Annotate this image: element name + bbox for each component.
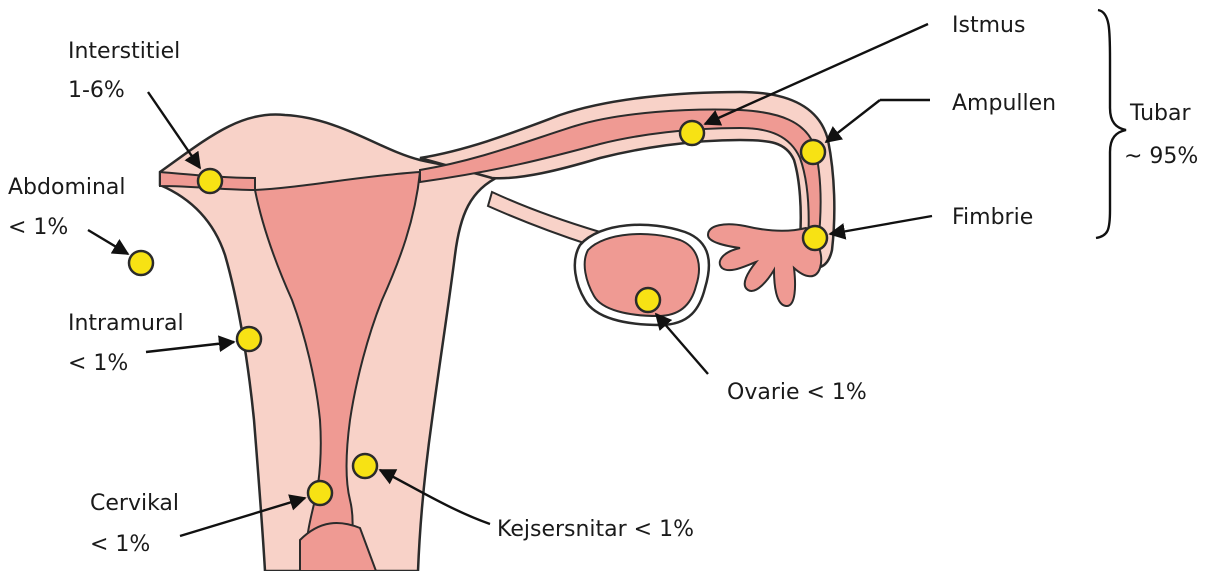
label-interstitiel-pct: 1-6% — [68, 78, 125, 103]
arrow-istmus — [705, 24, 928, 124]
site-fimbrie — [803, 226, 827, 250]
label-ampullen: Ampullen — [952, 91, 1056, 116]
arrow-abdominal — [88, 230, 128, 254]
label-tubar: Tubar — [1129, 101, 1191, 126]
site-istmus — [680, 121, 704, 145]
site-abdominal — [129, 251, 153, 275]
label-interstitiel: Interstitiel — [68, 39, 180, 64]
label-cervikal-pct: < 1% — [90, 532, 150, 557]
site-ampullen — [801, 140, 825, 164]
tubar-brace — [1096, 10, 1126, 238]
arrow-interstitiel — [148, 92, 200, 168]
label-kejsersnitar: Kejsersnitar < 1% — [497, 517, 694, 542]
arrow-ampullen-diag — [826, 100, 880, 142]
arrow-intramural — [146, 342, 234, 352]
arrow-ovarie — [656, 314, 708, 374]
label-tubar-pct: ~ 95% — [1124, 144, 1198, 169]
site-cervikal — [308, 481, 332, 505]
site-interstitiel — [198, 169, 222, 193]
ovarian-ligament — [488, 192, 600, 245]
label-intramural-pct: < 1% — [68, 351, 128, 376]
label-istmus: Istmus — [952, 13, 1025, 38]
site-ovarie — [636, 288, 660, 312]
label-abdominal-pct: < 1% — [8, 215, 68, 240]
label-fimbrie: Fimbrie — [952, 205, 1033, 230]
site-kejsersnitar — [353, 454, 377, 478]
arrow-fimbrie — [830, 216, 932, 234]
label-abdominal: Abdominal — [8, 175, 126, 200]
site-intramural — [237, 327, 261, 351]
label-intramural: Intramural — [68, 311, 184, 336]
label-ovarie: Ovarie < 1% — [727, 380, 867, 405]
label-cervikal: Cervikal — [90, 491, 179, 516]
